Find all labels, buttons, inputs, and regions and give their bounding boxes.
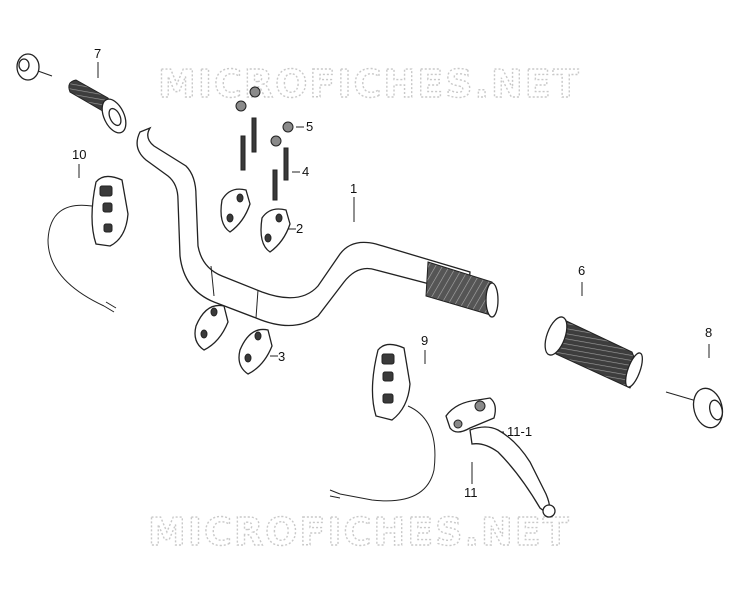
part-10-left-switch xyxy=(47,175,129,313)
part-7-left-grip xyxy=(68,79,127,134)
callout-2: 2 xyxy=(296,221,303,236)
part-11-1-lever-bracket xyxy=(445,397,496,433)
part-5-cap-nuts xyxy=(235,86,294,147)
watermark-bottom: MICROFICHES.NET xyxy=(148,510,571,554)
callout-8: 8 xyxy=(705,325,712,340)
callout-1: 1 xyxy=(350,181,357,196)
part-4-bolts xyxy=(240,117,289,201)
watermark-top: MICROFICHES.NET xyxy=(158,62,581,106)
callout-7: 7 xyxy=(94,46,101,61)
part-9-right-switch xyxy=(329,343,436,502)
callout-10: 10 xyxy=(72,147,86,162)
part-3-lower-clamps xyxy=(194,304,273,375)
part-6-right-grip xyxy=(544,316,643,389)
callout-11-1: 11-1 xyxy=(507,424,532,439)
callout-9: 9 xyxy=(421,333,428,348)
callout-3: 3 xyxy=(278,349,285,364)
part-8-bar-end-right xyxy=(665,387,724,429)
part-7-bar-end-left xyxy=(16,53,53,81)
callout-11: 11 xyxy=(464,485,478,500)
part-1-handlebar xyxy=(136,126,499,327)
part-2-upper-clamps xyxy=(220,188,291,253)
callout-5: 5 xyxy=(306,119,313,134)
callout-6: 6 xyxy=(578,263,585,278)
part-11-brake-lever xyxy=(469,426,556,518)
callout-4: 4 xyxy=(302,164,309,179)
